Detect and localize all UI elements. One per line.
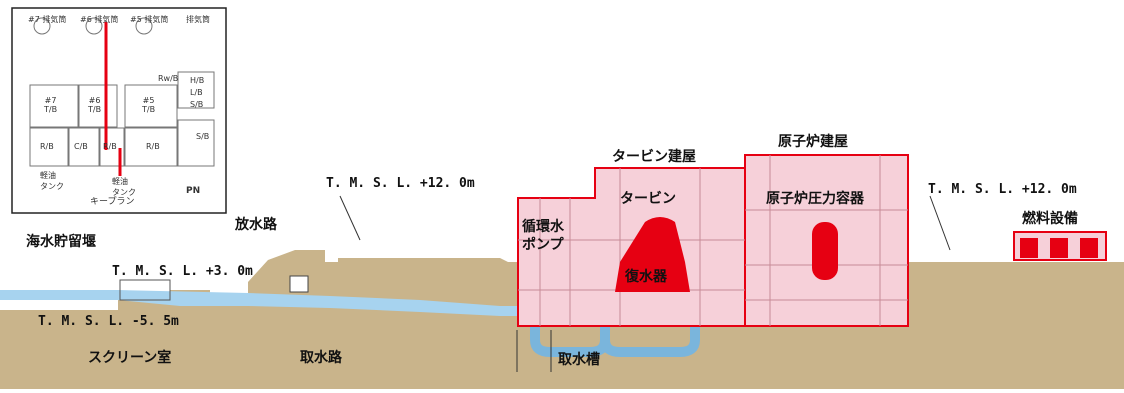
leader-tms-left [339, 195, 361, 241]
keyplan-caption: キープラン [90, 197, 135, 207]
keyplan-block-label: R/B [146, 142, 160, 151]
label-outfall: 放水路 [235, 217, 277, 233]
north-arrow-icon: PN [186, 186, 201, 196]
label-intake-tank: 取水槽 [558, 352, 600, 368]
circ-pipe [530, 300, 700, 357]
label-screen-room: スクリーン室 [88, 350, 172, 366]
keyplan-drawing [29, 17, 215, 167]
label-circ-pump: 循環水 ポンプ [522, 219, 564, 253]
label-intake-channel: 取水路 [300, 350, 342, 366]
keyplan-unit-label: 排気筒 [186, 15, 210, 24]
sea-water [0, 290, 118, 300]
leader-tms-right [929, 195, 951, 251]
outfall-box [289, 275, 309, 293]
keyplan-block-label: Rw/B [158, 74, 179, 83]
keyplan-block-label: S/B [190, 100, 204, 109]
keyplan-block-label: S/B [196, 132, 210, 141]
fuel-facility-cell [1050, 238, 1068, 258]
keyplan-block-label: R/B [40, 142, 54, 151]
keyplan-unit-label: #7 排気筒 [28, 15, 67, 24]
keyplan-block-label: L/B [190, 88, 203, 97]
keyplan-block-label: #6 T/B [88, 96, 102, 114]
keyplan-block-label: #7 T/B [44, 96, 58, 114]
keyplan-block-label: C/B [74, 142, 88, 151]
label-reactor-building: 原子炉建屋 [778, 134, 848, 150]
label-seawater-dam: 海水貯留堰 [26, 234, 96, 250]
rpv-vessel [812, 222, 838, 280]
turbine-shape [615, 217, 690, 292]
label-tms-plus12-right: T. M. S. L. +12. 0m [928, 182, 1077, 197]
keyplan-tank-label: 軽油 タンク [112, 177, 136, 197]
keyplan-tank-label: 軽油 タンク [40, 171, 64, 191]
label-fuel-facility: 燃料設備 [1022, 211, 1078, 227]
keyplan-block-label: H/B [190, 76, 205, 85]
intake-water [118, 290, 540, 316]
fuel-facility-cell [1080, 238, 1098, 258]
label-condenser: 復水器 [625, 269, 667, 285]
keyplan-unit-label: #6 排気筒 [80, 15, 119, 24]
keyplan-block-label: R/B [103, 142, 117, 151]
fuel-facility-cell [1020, 238, 1038, 258]
keyplan-block-label: #5 T/B [142, 96, 156, 114]
label-rpv: 原子炉圧力容器 [766, 191, 864, 207]
label-tms-minus5: T. M. S. L. -5. 5m [38, 314, 179, 329]
keyplan-unit-label: #5 排気筒 [130, 15, 169, 24]
label-turbine: タービン [620, 191, 676, 207]
keyplan-frame [11, 7, 227, 214]
label-turbine-building: タービン建屋 [612, 149, 696, 165]
screen-room [119, 279, 171, 301]
label-tms-plus3: T. M. S. L. +3. 0m [112, 264, 253, 279]
label-tms-plus12-left: T. M. S. L. +12. 0m [326, 176, 475, 191]
